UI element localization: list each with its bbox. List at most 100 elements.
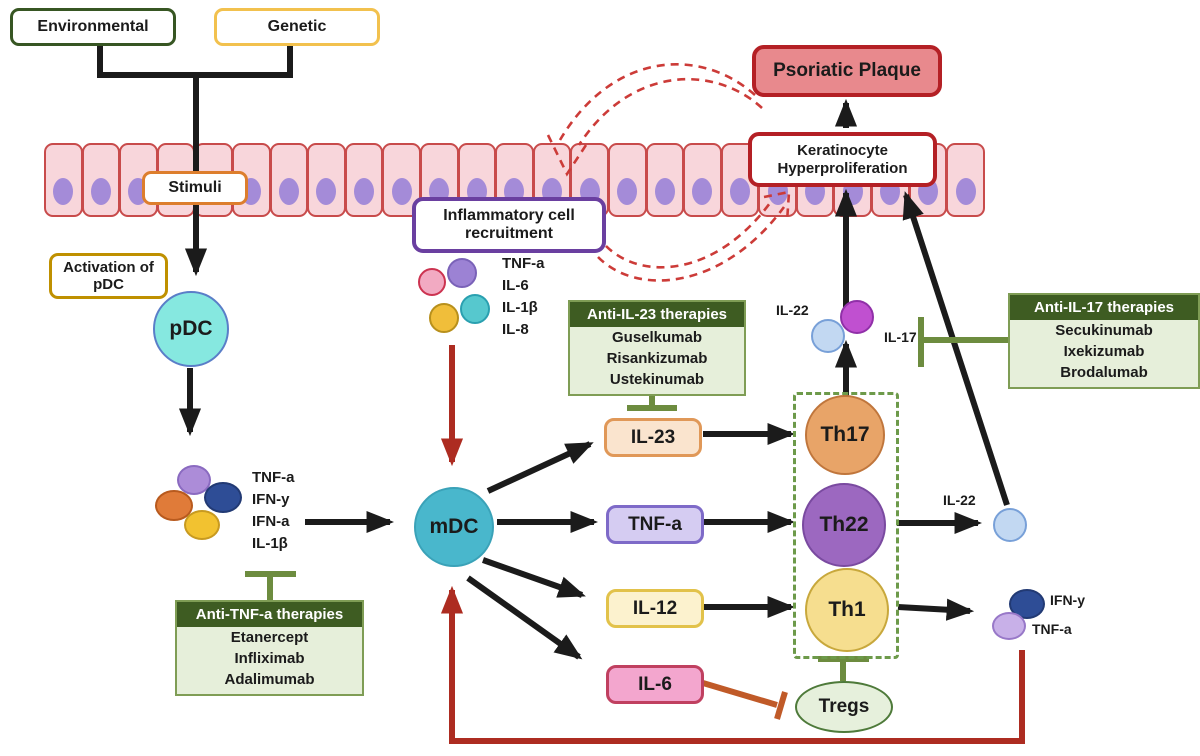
mdc-cell: mDC	[414, 487, 494, 567]
th22-cell: Th22	[802, 483, 886, 567]
mediator-il23: IL-23	[604, 418, 702, 457]
recruit-dot-teal	[460, 294, 490, 324]
recruit-cytokine-labels: TNF-a IL-6 IL-1β IL-8	[502, 253, 545, 341]
epithelial-cell	[307, 143, 346, 217]
recruit-dot-yellow	[429, 303, 459, 333]
anti-tnf-title: Anti-TNF-a therapies	[177, 602, 362, 627]
th1-label: Th1	[828, 598, 866, 621]
arrows-mdc-to-mediators	[466, 441, 599, 660]
tregs-label: Tregs	[818, 696, 870, 717]
il17-label: IL-17	[884, 329, 917, 345]
anti-tnf-drug-2: Infliximab	[234, 650, 305, 667]
anti-il17-drug-2: Ixekizumab	[1063, 343, 1145, 360]
keratinocyte-box: Keratinocyte Hyperproliferation	[748, 132, 937, 187]
epithelial-cell	[269, 143, 309, 217]
tnfa-right-label: TNF-a	[1032, 621, 1072, 637]
pdc-label: pDC	[169, 317, 213, 340]
pdc-cell: pDC	[153, 291, 229, 367]
activation-pdc-box: Activation of pDC	[49, 253, 168, 299]
cell-nucleus	[53, 178, 74, 205]
cell-nucleus	[354, 178, 375, 205]
anti-il17-box: Anti-IL-17 therapies Secukinumab Ixekizu…	[1008, 293, 1200, 389]
arrow-feedback-to-mdc	[440, 585, 1025, 744]
il17-dot	[840, 300, 874, 334]
genetic-label: Genetic	[267, 17, 327, 35]
psoriatic-plaque-box: Psoriatic Plaque	[752, 45, 942, 97]
epithelial-cell	[946, 143, 985, 217]
pdc-cytokine-ifny: IFN-y	[252, 491, 290, 508]
anti-il17-title: Anti-IL-17 therapies	[1010, 295, 1198, 320]
arrows-mediators-to-tcells	[703, 422, 796, 619]
ifny-label: IFN-y	[1050, 592, 1085, 608]
il22-right-label: IL-22	[943, 492, 976, 508]
inhibitor-il6-tregs	[702, 680, 788, 720]
mediator-il23-label: IL-23	[630, 426, 676, 448]
cell-nucleus	[278, 178, 299, 205]
anti-tnf-box: Anti-TNF-a therapies Etanercept Inflixim…	[175, 600, 364, 696]
anti-il23-title: Anti-IL-23 therapies	[570, 302, 744, 327]
ifny-dot	[1009, 589, 1045, 619]
th1-cell: Th1	[805, 568, 889, 652]
cell-nucleus	[955, 178, 976, 205]
inhibitor-anti-il17	[918, 317, 1008, 367]
pdc-cytokine-ifna: IFN-a	[252, 513, 290, 530]
stimuli-box: Stimuli	[142, 171, 248, 205]
pdc-cytokine-il1b: IL-1β	[252, 535, 288, 552]
inflammatory-recruitment-box: Inflammatory cell recruitment	[412, 197, 606, 253]
th22-label: Th22	[819, 513, 869, 536]
cell-nucleus	[692, 178, 713, 205]
cytokine-dot-darkblue	[204, 482, 242, 513]
cytokine-dot-yellow	[184, 510, 220, 540]
mediator-tnfa: TNF-a	[606, 505, 704, 544]
epithelial-cell	[81, 143, 121, 217]
mediator-il12: IL-12	[606, 589, 704, 628]
pdc-cytokine-labels: TNF-a IFN-y IFN-a IL-1β	[252, 467, 295, 555]
keratinocyte-label: Keratinocyte Hyperproliferation	[777, 142, 908, 177]
cell-nucleus	[654, 178, 675, 205]
stimuli-label: Stimuli	[168, 178, 222, 196]
epithelial-cell	[645, 143, 685, 217]
mdc-label: mDC	[429, 515, 479, 538]
anti-il23-drug-2: Risankizumab	[606, 350, 708, 367]
dashed-cycle-arrows	[546, 63, 791, 282]
inhibitor-anti-tnf	[245, 571, 296, 600]
recruit-dot-pink	[418, 268, 446, 296]
genetic-box: Genetic	[214, 8, 380, 46]
recruit-dot-purple	[447, 258, 477, 288]
tregs-cell: Tregs	[795, 681, 893, 733]
recruit-cytokine-il8: IL-8	[502, 321, 529, 338]
cell-nucleus	[729, 178, 750, 205]
anti-il23-box: Anti-IL-23 therapies Guselkumab Risankiz…	[568, 300, 746, 396]
epithelial-cell	[683, 143, 722, 217]
il22-dot-right	[993, 508, 1027, 542]
inhibitor-tregs-th	[818, 656, 869, 681]
recruit-cytokine-tnfa: TNF-a	[502, 255, 545, 272]
anti-il23-drug-3: Ustekinumab	[609, 371, 705, 388]
mediator-il6-label: IL-6	[638, 673, 672, 695]
activation-pdc-label: Activation of pDC	[63, 258, 154, 293]
anti-il17-drug-3: Brodalumab	[1060, 364, 1148, 381]
arrow-th1-to-cytokines	[897, 598, 975, 621]
epithelial-cell	[720, 143, 760, 217]
cell-nucleus	[617, 178, 638, 205]
environmental-label: Environmental	[37, 17, 149, 35]
mediator-tnfa-label: TNF-a	[628, 513, 682, 535]
cell-nucleus	[90, 178, 111, 205]
inflammatory-recruitment-label: Inflammatory cell recruitment	[443, 206, 575, 242]
th17-cell: Th17	[805, 395, 885, 475]
epithelial-cell	[344, 143, 384, 217]
recruit-cytokine-il6: IL-6	[502, 277, 529, 294]
arrow-il22-to-keratinocyte	[902, 191, 1010, 506]
pdc-cytokine-tnfa: TNF-a	[252, 469, 295, 486]
anti-il23-drug-1: Guselkumab	[611, 329, 703, 346]
psoriatic-plaque-label: Psoriatic Plaque	[773, 60, 921, 82]
th17-label: Th17	[820, 423, 870, 446]
mediator-il6: IL-6	[606, 665, 704, 704]
environmental-box: Environmental	[10, 8, 176, 46]
recruit-cytokine-il1b: IL-1β	[502, 299, 538, 316]
anti-tnf-drug-3: Adalimumab	[224, 671, 315, 688]
mediator-il12-label: IL-12	[632, 597, 678, 619]
cell-nucleus	[391, 178, 412, 205]
